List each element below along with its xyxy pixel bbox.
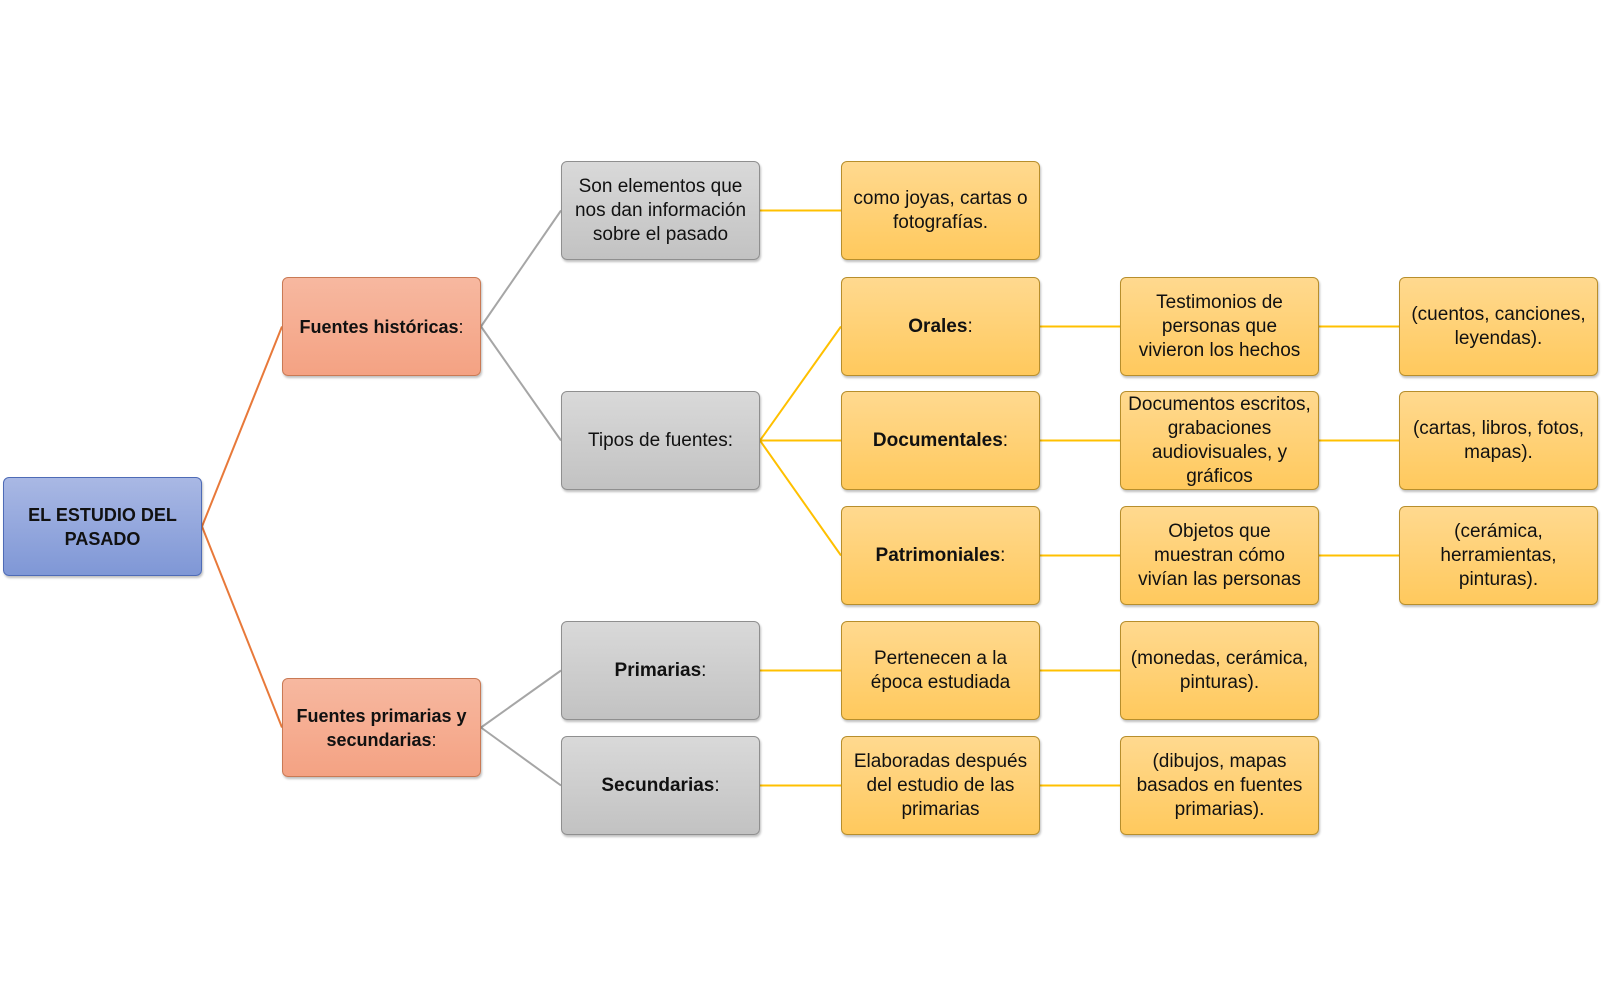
node-fuentes-primarias-secundarias-bold: Fuentes primarias y secundarias: [296, 705, 467, 750]
node-cartas: (cartas, libros, fotos, mapas).: [1399, 391, 1598, 490]
node-documentales: Documentales:: [841, 391, 1040, 490]
node-primarias-bold: Primarias: [614, 659, 702, 681]
node-fuentes-historicas-colon: :: [458, 316, 464, 337]
node-pertenecen: Pertenecen a la época estudiada: [841, 621, 1040, 720]
node-ceramica: (cerámica, herramientas, pinturas).: [1399, 506, 1598, 605]
connector-root-to-fuentes-historicas: [201, 326, 283, 527]
connector-fuentes-primarias-secundarias-to-secundarias: [480, 726, 562, 787]
node-fuentes-primarias-secundarias-colon: :: [431, 729, 437, 750]
node-secundarias-bold: Secundarias: [601, 774, 715, 796]
node-cartas-label: (cartas, libros, fotos, mapas).: [1412, 417, 1585, 463]
connector-tipos-de-fuentes-to-patrimoniales: [759, 439, 842, 557]
node-elaboradas: Elaboradas después del estudio de las pr…: [841, 736, 1040, 835]
node-como-joyas-label: como joyas, cartas o fotografías.: [853, 187, 1028, 233]
node-documentos: Documentos escritos, grabaciones audiovi…: [1120, 391, 1319, 490]
node-documentales-colon: :: [1002, 429, 1009, 451]
node-objetos-label: Objetos que muestran cómo vivían las per…: [1138, 520, 1301, 590]
node-monedas: (monedas, cerámica, pinturas).: [1120, 621, 1319, 720]
node-dibujos-label: (dibujos, mapas basados en fuentes prima…: [1136, 750, 1303, 820]
node-son-elementos: Son elementos que nos dan información so…: [561, 161, 760, 260]
node-secundarias: Secundarias:: [561, 736, 760, 835]
node-primarias-colon: :: [701, 659, 707, 681]
connector-tipos-de-fuentes-to-orales: [759, 325, 842, 442]
node-son-elementos-label: Son elementos que nos dan información so…: [574, 175, 747, 245]
node-documentales-bold: Documentales: [872, 429, 1003, 451]
node-secundarias-colon: :: [714, 774, 720, 796]
node-fuentes-historicas-bold: Fuentes históricas: [299, 316, 459, 337]
node-patrimoniales-bold: Patrimoniales: [875, 544, 1001, 566]
node-patrimoniales-colon: :: [1000, 544, 1006, 566]
connector-fuentes-primarias-secundarias-to-primarias: [480, 669, 562, 729]
node-root: EL ESTUDIO DEL PASADO: [3, 477, 202, 576]
node-cuentos-label: (cuentos, canciones, leyendas).: [1411, 303, 1586, 349]
node-cuentos: (cuentos, canciones, leyendas).: [1399, 277, 1598, 376]
node-orales: Orales:: [841, 277, 1040, 376]
node-tipos-de-fuentes: Tipos de fuentes:: [561, 391, 760, 490]
node-fuentes-historicas: Fuentes históricas:: [282, 277, 481, 376]
node-tipos-de-fuentes-label: Tipos de fuentes:: [587, 429, 734, 451]
node-testimonios-label: Testimonios de personas que vivieron los…: [1138, 291, 1301, 361]
node-orales-bold: Orales: [908, 315, 968, 337]
node-orales-colon: :: [967, 315, 973, 337]
node-root-label: EL ESTUDIO DEL PASADO: [28, 504, 177, 549]
connector-root-to-fuentes-primarias-secundarias: [201, 526, 283, 728]
connector-fuentes-historicas-to-tipos-de-fuentes: [480, 325, 562, 442]
connector-fuentes-historicas-to-son-elementos: [480, 209, 562, 328]
node-dibujos: (dibujos, mapas basados en fuentes prima…: [1120, 736, 1319, 835]
node-fuentes-primarias-secundarias: Fuentes primarias y secundarias:: [282, 678, 481, 777]
node-primarias: Primarias:: [561, 621, 760, 720]
node-elaboradas-label: Elaboradas después del estudio de las pr…: [853, 750, 1028, 820]
node-documentos-label: Documentos escritos, grabaciones audiovi…: [1128, 393, 1311, 487]
node-monedas-label: (monedas, cerámica, pinturas).: [1130, 647, 1309, 693]
node-pertenecen-label: Pertenecen a la época estudiada: [870, 647, 1011, 693]
node-como-joyas: como joyas, cartas o fotografías.: [841, 161, 1040, 260]
node-testimonios: Testimonios de personas que vivieron los…: [1120, 277, 1319, 376]
node-patrimoniales: Patrimoniales:: [841, 506, 1040, 605]
node-ceramica-label: (cerámica, herramientas, pinturas).: [1440, 520, 1557, 590]
node-objetos: Objetos que muestran cómo vivían las per…: [1120, 506, 1319, 605]
